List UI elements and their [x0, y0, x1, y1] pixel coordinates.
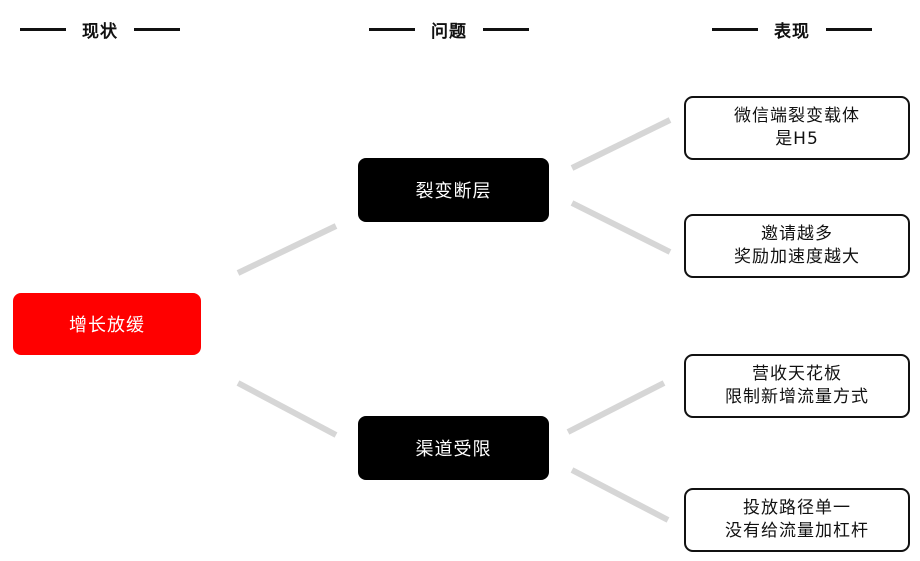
header-dash-left [712, 27, 758, 31]
header-dash-right [134, 27, 180, 31]
problem-label: 渠道受限 [415, 439, 492, 460]
header-problem: 问题 [369, 14, 529, 44]
header-symptom-title: 表现 [774, 21, 810, 42]
symptom-line: 微信端裂变载体 [734, 106, 860, 126]
symptom-node: 邀请越多 奖励加速度越大 [684, 214, 910, 278]
header-dash-right [483, 27, 529, 31]
connector-problem1-symptom2 [570, 200, 672, 255]
symptom-node: 微信端裂变载体 是H5 [684, 96, 910, 160]
header-dash-left [369, 27, 415, 31]
symptom-node: 营收天花板 限制新增流量方式 [684, 354, 910, 418]
root-node: 增长放缓 [13, 293, 201, 355]
problem-node: 渠道受限 [358, 416, 549, 480]
connector-root-problem1 [236, 223, 338, 276]
problem-node: 裂变断层 [358, 158, 549, 222]
root-label: 增长放缓 [69, 315, 145, 336]
problem-label: 裂变断层 [415, 181, 492, 202]
header-dash-left [20, 27, 66, 31]
header-status-title: 现状 [82, 21, 118, 42]
connector-root-problem2 [236, 380, 338, 438]
symptom-line: 投放路径单一 [743, 498, 851, 518]
connector-problem2-symptom4 [570, 467, 670, 523]
header-dash-right [826, 27, 872, 31]
symptom-node: 投放路径单一 没有给流量加杠杆 [684, 488, 910, 552]
header-symptom: 表现 [712, 14, 872, 44]
symptom-line: 营收天花板 [752, 364, 842, 384]
connector-problem1-symptom1 [570, 117, 672, 171]
header-status: 现状 [20, 14, 180, 44]
symptom-line: 是H5 [775, 129, 819, 149]
symptom-line: 限制新增流量方式 [725, 387, 869, 407]
connector-problem2-symptom3 [566, 380, 666, 435]
symptom-line: 没有给流量加杠杆 [725, 521, 869, 541]
symptom-line: 邀请越多 [761, 224, 833, 244]
symptom-line: 奖励加速度越大 [734, 247, 860, 267]
header-problem-title: 问题 [431, 21, 467, 42]
